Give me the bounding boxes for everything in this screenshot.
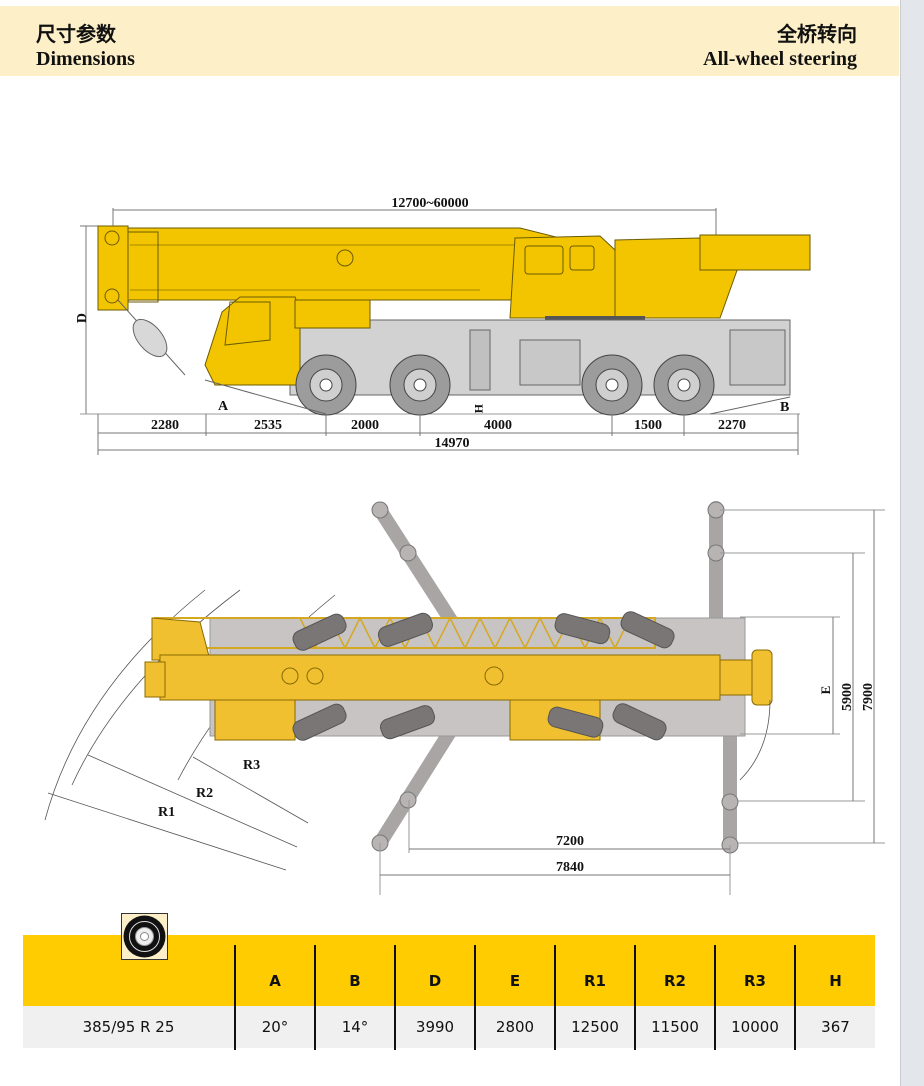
- scrollbar-sidebar[interactable]: [900, 0, 924, 1086]
- cell-r1: 12500: [571, 1018, 619, 1036]
- header-cell-d: D: [428, 971, 442, 990]
- outrigger-length-7200: 7200: [556, 834, 584, 849]
- header-cell-h: H: [829, 971, 842, 990]
- radius-label-r1: R1: [158, 805, 175, 820]
- column-divider: [714, 945, 716, 1050]
- header-cell-e: E: [509, 971, 521, 990]
- column-divider: [394, 945, 396, 1050]
- segment-label-4: 4000: [484, 418, 512, 433]
- crane-boom: [97, 225, 601, 311]
- cell-r3: 10000: [731, 1018, 779, 1036]
- segment-label-5: 1500: [634, 418, 662, 433]
- segment-label-1: 2280: [151, 418, 179, 433]
- column-divider: [634, 945, 636, 1050]
- column-divider: [474, 945, 476, 1050]
- overall-length-label: 14970: [435, 436, 470, 451]
- segment-label-3: 2000: [351, 418, 379, 433]
- outrigger-span-7900: 7900: [861, 683, 876, 711]
- column-divider: [794, 945, 796, 1050]
- header-cell-a: A: [269, 971, 281, 990]
- cell-e: 2800: [495, 1018, 535, 1036]
- title-chinese: 尺寸参数: [36, 22, 116, 46]
- boom-length-label: 12700~60000: [391, 196, 468, 211]
- title-english: Dimensions: [36, 48, 135, 70]
- column-divider: [554, 945, 556, 1050]
- table-row: 385/95 R 25 20° 14° 3990 2800 12500 1150…: [23, 1006, 875, 1048]
- column-divider: [314, 945, 316, 1050]
- section-header: 尺寸参数 Dimensions 全桥转向 All-wheel steering: [0, 6, 899, 76]
- header-cell-b: B: [349, 971, 361, 990]
- cell-h: 367: [821, 1018, 850, 1036]
- chassis: [289, 319, 791, 396]
- side-view-diagram: 12700~60000 D: [75, 196, 811, 455]
- cell-d: 3990: [415, 1018, 455, 1036]
- radius-label-r2: R2: [196, 786, 213, 801]
- ground-clearance-label: H: [472, 404, 486, 414]
- departure-angle-label: B: [780, 400, 789, 415]
- steered-tires: [292, 611, 675, 741]
- top-view-diagram: R1 R2 R3: [44, 501, 885, 895]
- driver-cab: [204, 296, 371, 386]
- segment-label-2: 2535: [254, 418, 282, 433]
- hook-block: [117, 299, 186, 376]
- cell-b: 14°: [341, 1018, 369, 1036]
- outrigger-length-7840: 7840: [556, 860, 584, 875]
- subtitle-english: All-wheel steering: [703, 48, 857, 70]
- approach-angle-label: A: [218, 399, 229, 414]
- radius-label-r3: R3: [243, 758, 260, 773]
- segment-label-6: 2270: [718, 418, 746, 433]
- header-cell-r3: R3: [744, 971, 766, 990]
- cell-r2: 11500: [651, 1018, 699, 1036]
- operator-cab: [509, 234, 811, 322]
- column-divider: [234, 945, 236, 1050]
- outrigger-span-5900: 5900: [840, 683, 855, 711]
- subtitle-chinese: 全桥转向: [777, 22, 857, 46]
- height-label-d: D: [75, 313, 90, 323]
- tire-icon: [121, 913, 168, 960]
- cell-tire-size: 385/95 R 25: [82, 1018, 175, 1036]
- header-cell-r2: R2: [664, 971, 686, 990]
- cell-a: 20°: [261, 1018, 289, 1036]
- header-cell-r1: R1: [584, 971, 606, 990]
- outrigger-width-label-e: E: [818, 686, 833, 695]
- wheels: [295, 354, 715, 416]
